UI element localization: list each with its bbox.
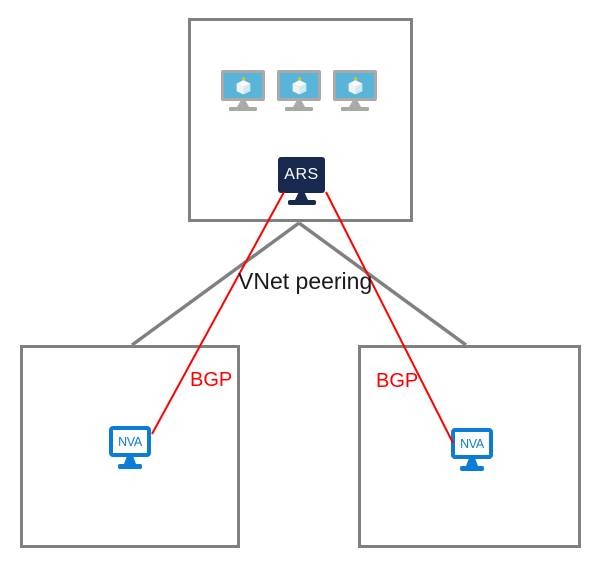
vm-stand-stem [293, 101, 305, 107]
spoke-vnet-box-right: NVA [358, 345, 581, 548]
bgp-label-left: BGP [190, 369, 233, 391]
ars-monitor: ARS [278, 157, 325, 193]
vm-icon [221, 70, 265, 111]
vm-stand-base [229, 107, 257, 111]
vm-screen [224, 73, 262, 98]
azure-route-server-icon: ARS [278, 157, 325, 205]
vm-stand-base [341, 107, 369, 111]
nva-monitor: NVA [451, 428, 493, 459]
bgp-line-left [151, 191, 285, 435]
hub-vnet-box: ARS [188, 18, 413, 222]
nva-stand-base [118, 464, 142, 469]
vm-monitor [333, 70, 377, 101]
vm-stand-stem [349, 101, 361, 107]
nva-stand-base [460, 466, 484, 471]
vm-stand-base [285, 107, 313, 111]
vm-monitor [221, 70, 265, 101]
vnet-peering-line-right [297, 221, 468, 347]
vm-screen [336, 73, 374, 98]
vm-monitor [277, 70, 321, 101]
vnet-peering-line-left [130, 221, 301, 347]
nva-stand-stem [124, 457, 136, 464]
cube-icon [292, 76, 306, 94]
ars-stand-base [287, 200, 316, 205]
vm-screen [280, 73, 318, 98]
nva-monitor: NVA [109, 426, 151, 457]
cube-icon [236, 76, 250, 94]
bgp-line-right [325, 191, 454, 444]
vm-icon [333, 70, 377, 111]
nva-label: NVA [460, 436, 484, 451]
vm-stand-stem [237, 101, 249, 107]
cube-icon [348, 76, 362, 94]
network-virtual-appliance-icon: NVA [451, 428, 493, 471]
ars-label: ARS [284, 166, 319, 183]
vm-icon [277, 70, 321, 111]
bgp-label-right: BGP [376, 370, 419, 392]
vm-group [221, 70, 377, 111]
network-virtual-appliance-icon: NVA [109, 426, 151, 469]
nva-stand-stem [466, 459, 478, 466]
nva-label: NVA [118, 434, 142, 449]
vnet-peering-label: VNet peering [238, 268, 373, 294]
spoke-vnet-box-left: NVA [20, 345, 240, 548]
ars-stand-stem [295, 193, 308, 200]
